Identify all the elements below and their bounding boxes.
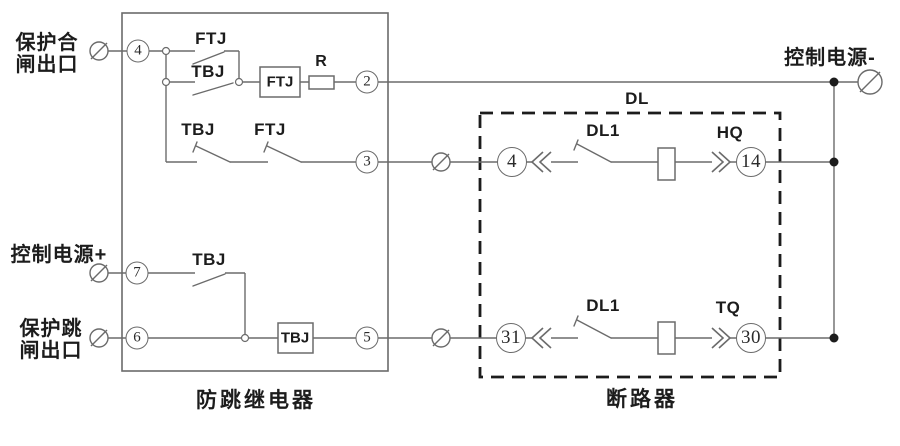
label-control-power-minus: 控制电源-	[784, 47, 876, 69]
connector-right-bottom-icon	[711, 327, 732, 349]
label-trip-coil-tq: TQ	[715, 298, 741, 317]
label-tbj-coil-box: TBJ	[280, 329, 310, 347]
breaker-terminal-30: 30	[736, 323, 766, 353]
terminal-number-6: 6	[125, 326, 149, 350]
terminal-mid-top-icon	[431, 152, 451, 172]
terminal-symbols	[89, 41, 883, 348]
label-protection-trip-line2: 闸出口	[19, 340, 83, 362]
label-tbj-contact-row3: TBJ	[181, 120, 215, 139]
tbj-contact-row2	[192, 82, 234, 96]
tbj-contact-row3	[192, 141, 231, 163]
tbj-coil-box	[277, 322, 314, 354]
tbj-contact-row7	[192, 273, 226, 287]
ftj-contact-row1	[192, 51, 225, 65]
label-ftj-coil-box: FTJ	[266, 73, 294, 91]
breaker-terminal-14: 14	[736, 147, 766, 177]
terminal-power-plus-icon	[89, 263, 109, 283]
closing-coil-box	[657, 147, 676, 181]
label-ftj-contact-row3: FTJ	[254, 120, 286, 139]
terminal-power-minus-icon	[857, 69, 883, 95]
switch-contacts	[192, 51, 612, 339]
terminal-number-2: 2	[355, 70, 379, 94]
ftj-coil-box	[259, 66, 301, 98]
label-dl1-contact-top: DL1	[586, 121, 620, 140]
resistor-box	[308, 75, 335, 90]
label-control-power-plus: 控制电源+	[10, 244, 108, 266]
trip-coil-box	[657, 321, 676, 355]
terminal-close-outlet-icon	[89, 41, 109, 61]
label-protection-close-line2: 闸出口	[15, 54, 79, 76]
label-resistor: R	[315, 53, 327, 70]
terminal-number-5: 5	[355, 326, 379, 350]
component-boxes	[259, 66, 676, 355]
dl1-contact-top	[573, 139, 612, 163]
junction-nodes	[161, 46, 839, 343]
breaker-box-outline	[478, 111, 782, 379]
label-circuit-breaker: 断路器	[606, 388, 678, 411]
terminal-number-4: 4	[126, 39, 150, 63]
breaker-terminal-31: 31	[496, 323, 526, 353]
label-tbj-contact-row7: TBJ	[192, 250, 226, 269]
ftj-contact-row3	[263, 141, 302, 163]
label-anti-pumping-relay: 防跳继电器	[196, 389, 316, 412]
terminal-number-3: 3	[355, 150, 379, 174]
plug-connectors	[530, 151, 732, 349]
terminal-trip-outlet-icon	[89, 328, 109, 348]
label-closing-coil-hq: HQ	[716, 123, 744, 142]
connector-right-top-icon	[711, 151, 732, 173]
label-dl1-contact-bottom: DL1	[586, 296, 620, 315]
terminal-mid-bottom-icon	[431, 328, 451, 348]
label-protection-trip-line1: 保护跳	[19, 318, 83, 340]
label-tbj-contact-row2: TBJ	[191, 62, 225, 81]
relay-box-outline	[121, 12, 389, 372]
dl1-contact-bottom	[573, 315, 612, 339]
label-dl-tag: DL	[625, 89, 649, 108]
label-protection-close-line1: 保护合	[15, 32, 79, 54]
label-ftj-contact-row1: FTJ	[195, 29, 227, 48]
breaker-terminal-4: 4	[497, 147, 527, 177]
connector-left-top-icon	[530, 151, 552, 173]
wires	[108, 50, 858, 339]
connector-left-bottom-icon	[530, 327, 552, 349]
terminal-number-7: 7	[125, 261, 149, 285]
